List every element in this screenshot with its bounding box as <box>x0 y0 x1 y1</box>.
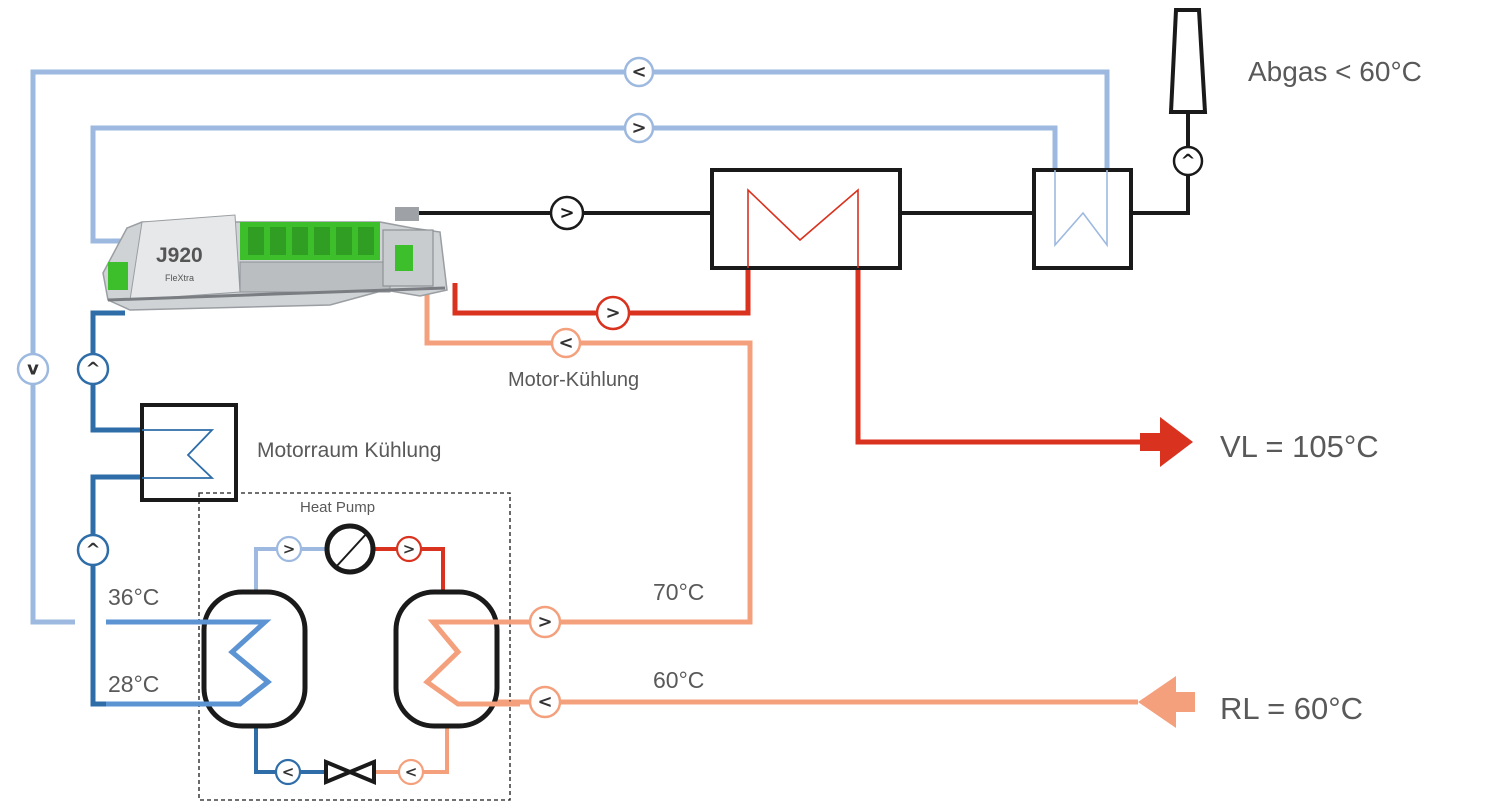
engine-room-cooling-label: Motorraum Kühlung <box>257 439 441 462</box>
pipe-red-supply <box>855 268 1140 445</box>
flow-indicator: < <box>274 758 302 786</box>
heat-pump-label: Heat Pump <box>300 499 375 516</box>
pipe-salmon-engine-cooling <box>424 283 753 625</box>
flow-indicator: v <box>16 352 50 386</box>
condenser-vessel <box>393 589 520 729</box>
evaporator-vessel <box>106 589 308 729</box>
supply-temp-label: VL = 105°C <box>1220 429 1379 464</box>
flow-indicator: ^ <box>76 352 110 386</box>
exhaust-heat-exchanger-2 <box>1032 168 1133 270</box>
flow-right-icon: > <box>283 540 296 558</box>
flow-right-icon: > <box>631 118 646 139</box>
temp-60-label: 60°C <box>653 667 704 693</box>
pump-icon <box>324 523 376 575</box>
pipe-light-blue-inner <box>90 125 1058 244</box>
valve-icon <box>324 759 376 785</box>
flow-indicator: < <box>397 758 425 786</box>
flow-indicator: > <box>623 112 655 144</box>
flow-right-icon: > <box>403 540 416 558</box>
flow-left-icon: < <box>537 692 552 713</box>
exhaust-label: Abgas < 60°C <box>1248 56 1422 87</box>
heat-pump-boundary <box>198 492 511 801</box>
temp-70-label: 70°C <box>653 579 704 605</box>
flow-left-icon: < <box>282 763 295 781</box>
flow-indicator: > <box>275 535 303 563</box>
flow-indicator: > <box>595 295 631 331</box>
flow-right-icon: > <box>605 303 620 324</box>
flow-indicators: < > > ^ > < v ^ <box>16 56 1204 786</box>
flow-indicator: < <box>623 56 655 88</box>
flow-indicator: < <box>528 685 562 719</box>
flow-indicator: > <box>528 605 562 639</box>
flow-indicator: ^ <box>1172 145 1204 177</box>
flow-indicator: > <box>395 535 423 563</box>
flow-left-icon: < <box>631 62 646 83</box>
engine-model: J920 <box>156 244 203 267</box>
flow-right-icon: > <box>559 203 574 224</box>
engine-room-heat-exchanger <box>140 403 238 502</box>
supply-arrow-icon <box>1140 417 1193 467</box>
flow-left-icon: < <box>558 333 573 354</box>
pipe-light-blue-outer <box>30 69 1110 625</box>
return-temp-label: RL = 60°C <box>1220 691 1363 726</box>
pipe-dark-blue-hp-bottom <box>254 726 325 774</box>
flow-up-icon: ^ <box>85 359 100 380</box>
temp-36-label: 36°C <box>108 584 159 610</box>
exhaust-heat-exchanger-1 <box>710 168 902 270</box>
flow-up-icon: ^ <box>1180 151 1195 172</box>
flow-down-icon: v <box>27 359 39 380</box>
flow-right-icon: > <box>537 612 552 633</box>
engine-variant: FleXtra <box>165 273 194 283</box>
flow-indicator: < <box>550 327 582 359</box>
flow-up-icon: ^ <box>85 540 100 561</box>
flow-indicator: ^ <box>76 533 110 567</box>
exhaust-stack-icon <box>1168 8 1208 114</box>
engine-cooling-label: Motor-Kühlung <box>508 369 639 391</box>
engine-image <box>102 207 448 311</box>
flow-left-icon: < <box>405 763 418 781</box>
flow-indicator: > <box>549 195 585 231</box>
return-arrow-icon <box>1138 676 1195 728</box>
temp-28-label: 28°C <box>108 671 159 697</box>
